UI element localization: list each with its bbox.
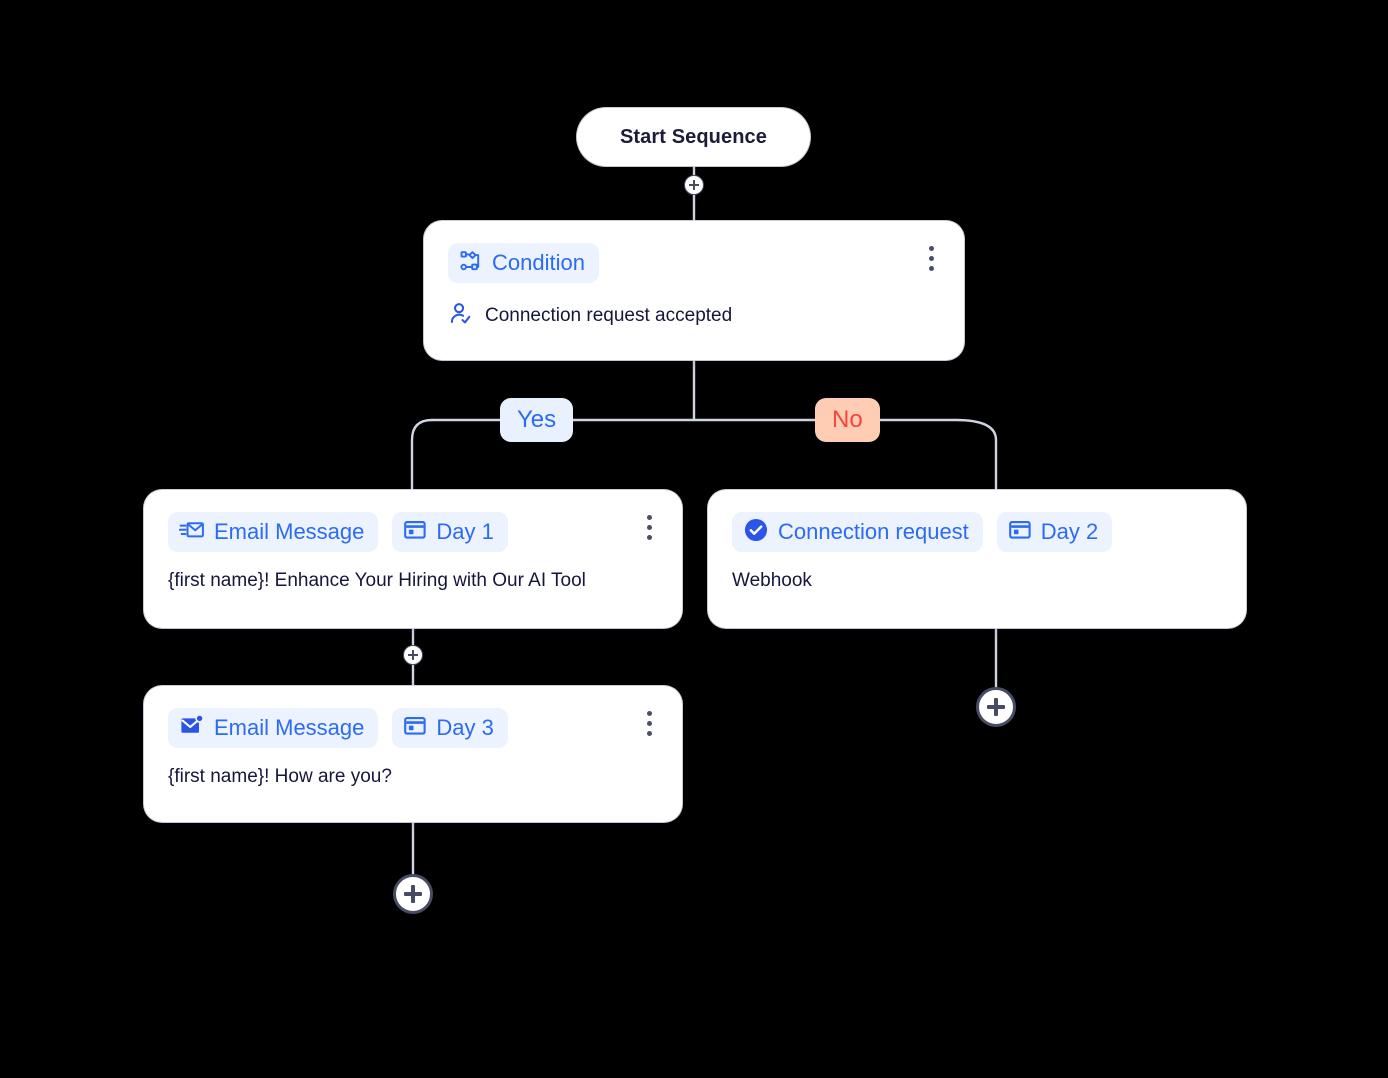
email-day1-header: Email Message Day 1 [144, 490, 682, 552]
day-chip-connection-day2[interactable]: Day 2 [996, 512, 1113, 552]
email-day3-day-label: Day 3 [436, 715, 494, 740]
add-step-button-after-email-day3[interactable] [393, 874, 433, 914]
day-chip-email-day1[interactable]: Day 1 [392, 512, 508, 552]
branch-yes-text: Yes [517, 406, 557, 433]
node-type-chip-connection-day2[interactable]: Connection request [732, 512, 983, 552]
node-type-chip-email-day1[interactable]: Email Message [168, 512, 379, 552]
condition-type-chip[interactable]: Condition [448, 243, 599, 283]
branch-no-text: No [832, 406, 863, 433]
condition-body-text: Connection request accepted [485, 305, 733, 327]
add-step-button-after-connection-day2[interactable] [976, 687, 1016, 727]
add-step-button-after-email-day1[interactable] [403, 645, 423, 665]
condition-node-card[interactable]: Condition Connection request accepted [424, 221, 964, 360]
email-filled-badge-icon [179, 713, 205, 743]
branch-node-icon [459, 249, 483, 278]
kebab-menu-icon-email-day1[interactable] [636, 510, 662, 544]
email-day3-body-text: {first name}! How are you? [168, 766, 392, 787]
email-day1-body: {first name}! Enhance Your Hiring with O… [144, 552, 682, 593]
condition-chip-label: Condition [492, 250, 585, 275]
user-check-icon [448, 301, 474, 332]
check-circle-filled-icon [743, 517, 769, 548]
email-day3-header: Email Message Day 3 [144, 686, 682, 748]
connection-day2-header: Connection request Day 2 [708, 490, 1246, 552]
add-step-button-after-start[interactable] [684, 175, 704, 195]
condition-card-header: Condition [424, 221, 964, 283]
connection-day2-day-label: Day 2 [1040, 519, 1099, 544]
email-day3-body: {first name}! How are you? [144, 748, 682, 789]
day-chip-email-day3[interactable]: Day 3 [392, 708, 508, 748]
connection-day2-type-label: Connection request [778, 519, 969, 544]
node-card-connection-day2[interactable]: Connection request Day 2 Webhook [708, 490, 1246, 628]
kebab-menu-icon-condition[interactable] [918, 241, 944, 275]
email-send-outline-icon [178, 518, 205, 547]
calendar-icon [1008, 519, 1032, 546]
start-sequence-node[interactable]: Start Sequence [577, 108, 810, 166]
condition-card-body: Connection request accepted [424, 283, 964, 332]
calendar-icon [403, 519, 427, 546]
node-card-email-day3[interactable]: Email Message Day 3 {first name}! How ar… [144, 686, 682, 822]
wire-bus-to-yes [410, 418, 434, 492]
email-day1-type-label: Email Message [214, 519, 365, 544]
branch-label-no[interactable]: No [815, 398, 880, 442]
branch-label-yes[interactable]: Yes [500, 398, 574, 442]
connection-day2-body-text: Webhook [732, 570, 812, 591]
email-day3-type-label: Email Message [214, 715, 365, 740]
start-sequence-label: Start Sequence [619, 125, 767, 148]
email-day1-day-label: Day 1 [436, 519, 494, 544]
calendar-icon [403, 715, 427, 742]
node-card-email-day1[interactable]: Email Message Day 1 {first name}! Enhanc… [144, 490, 682, 628]
kebab-menu-icon-email-day3[interactable] [636, 706, 662, 740]
email-day1-body-text: {first name}! Enhance Your Hiring with O… [168, 570, 586, 591]
connection-day2-body: Webhook [708, 552, 1246, 593]
wire-bus-to-no [954, 418, 998, 492]
node-type-chip-email-day3[interactable]: Email Message [168, 708, 379, 748]
